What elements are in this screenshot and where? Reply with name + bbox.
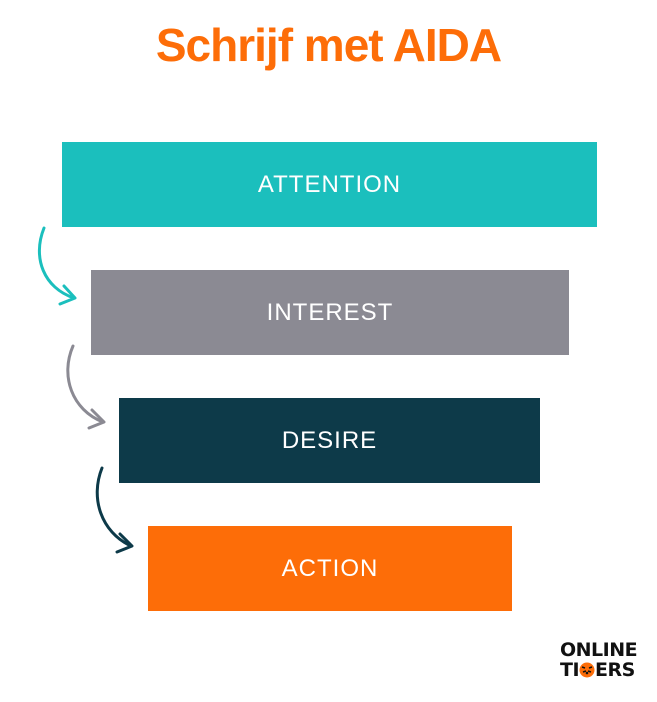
- step-label: ATTENTION: [257, 170, 402, 198]
- step-desire: DESIRE: [119, 398, 540, 483]
- curved-arrow-icon: [66, 344, 106, 430]
- step-label: DESIRE: [281, 426, 378, 454]
- page-title: Schrijf met AIDA: [155, 19, 502, 71]
- step-attention: ATTENTION: [62, 142, 597, 227]
- step-action: ACTION: [148, 526, 512, 611]
- step-interest: INTEREST: [91, 270, 569, 355]
- logo-line-1: ONLINE: [560, 639, 638, 661]
- step-label: ACTION: [281, 554, 379, 582]
- tiger-head-icon: [579, 662, 595, 678]
- step-label: INTEREST: [266, 298, 394, 326]
- curved-arrow-icon: [38, 226, 77, 306]
